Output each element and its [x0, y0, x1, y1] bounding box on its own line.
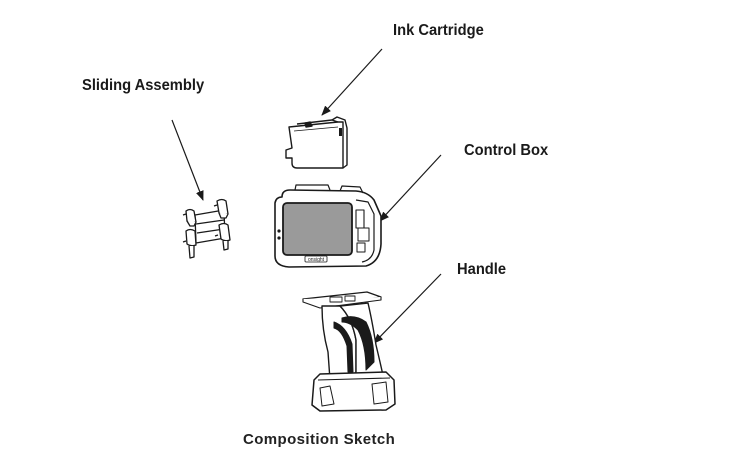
ink-cartridge-label: Ink Cartridge [393, 22, 484, 39]
composition-sketch-caption: Composition Sketch [243, 431, 396, 448]
ink-cartridge-part [285, 116, 348, 169]
control-box-label: Control Box [464, 142, 549, 159]
control-box-leader [379, 154, 442, 222]
handle-part [302, 291, 396, 412]
leader-lines [171, 48, 442, 344]
screen-badge [304, 255, 328, 263]
handle-leader [373, 273, 442, 344]
sliding-assembly-leader [171, 119, 204, 201]
sliding-assembly-part [182, 198, 231, 259]
ink-cartridge-leader [321, 48, 383, 116]
screen-badge-text: onsight [308, 257, 325, 263]
control-box-part: onsight [274, 184, 382, 268]
control-box-screen [282, 202, 353, 256]
handle-label: Handle [457, 261, 507, 278]
sliding-assembly-label: Sliding Assembly [82, 77, 205, 94]
